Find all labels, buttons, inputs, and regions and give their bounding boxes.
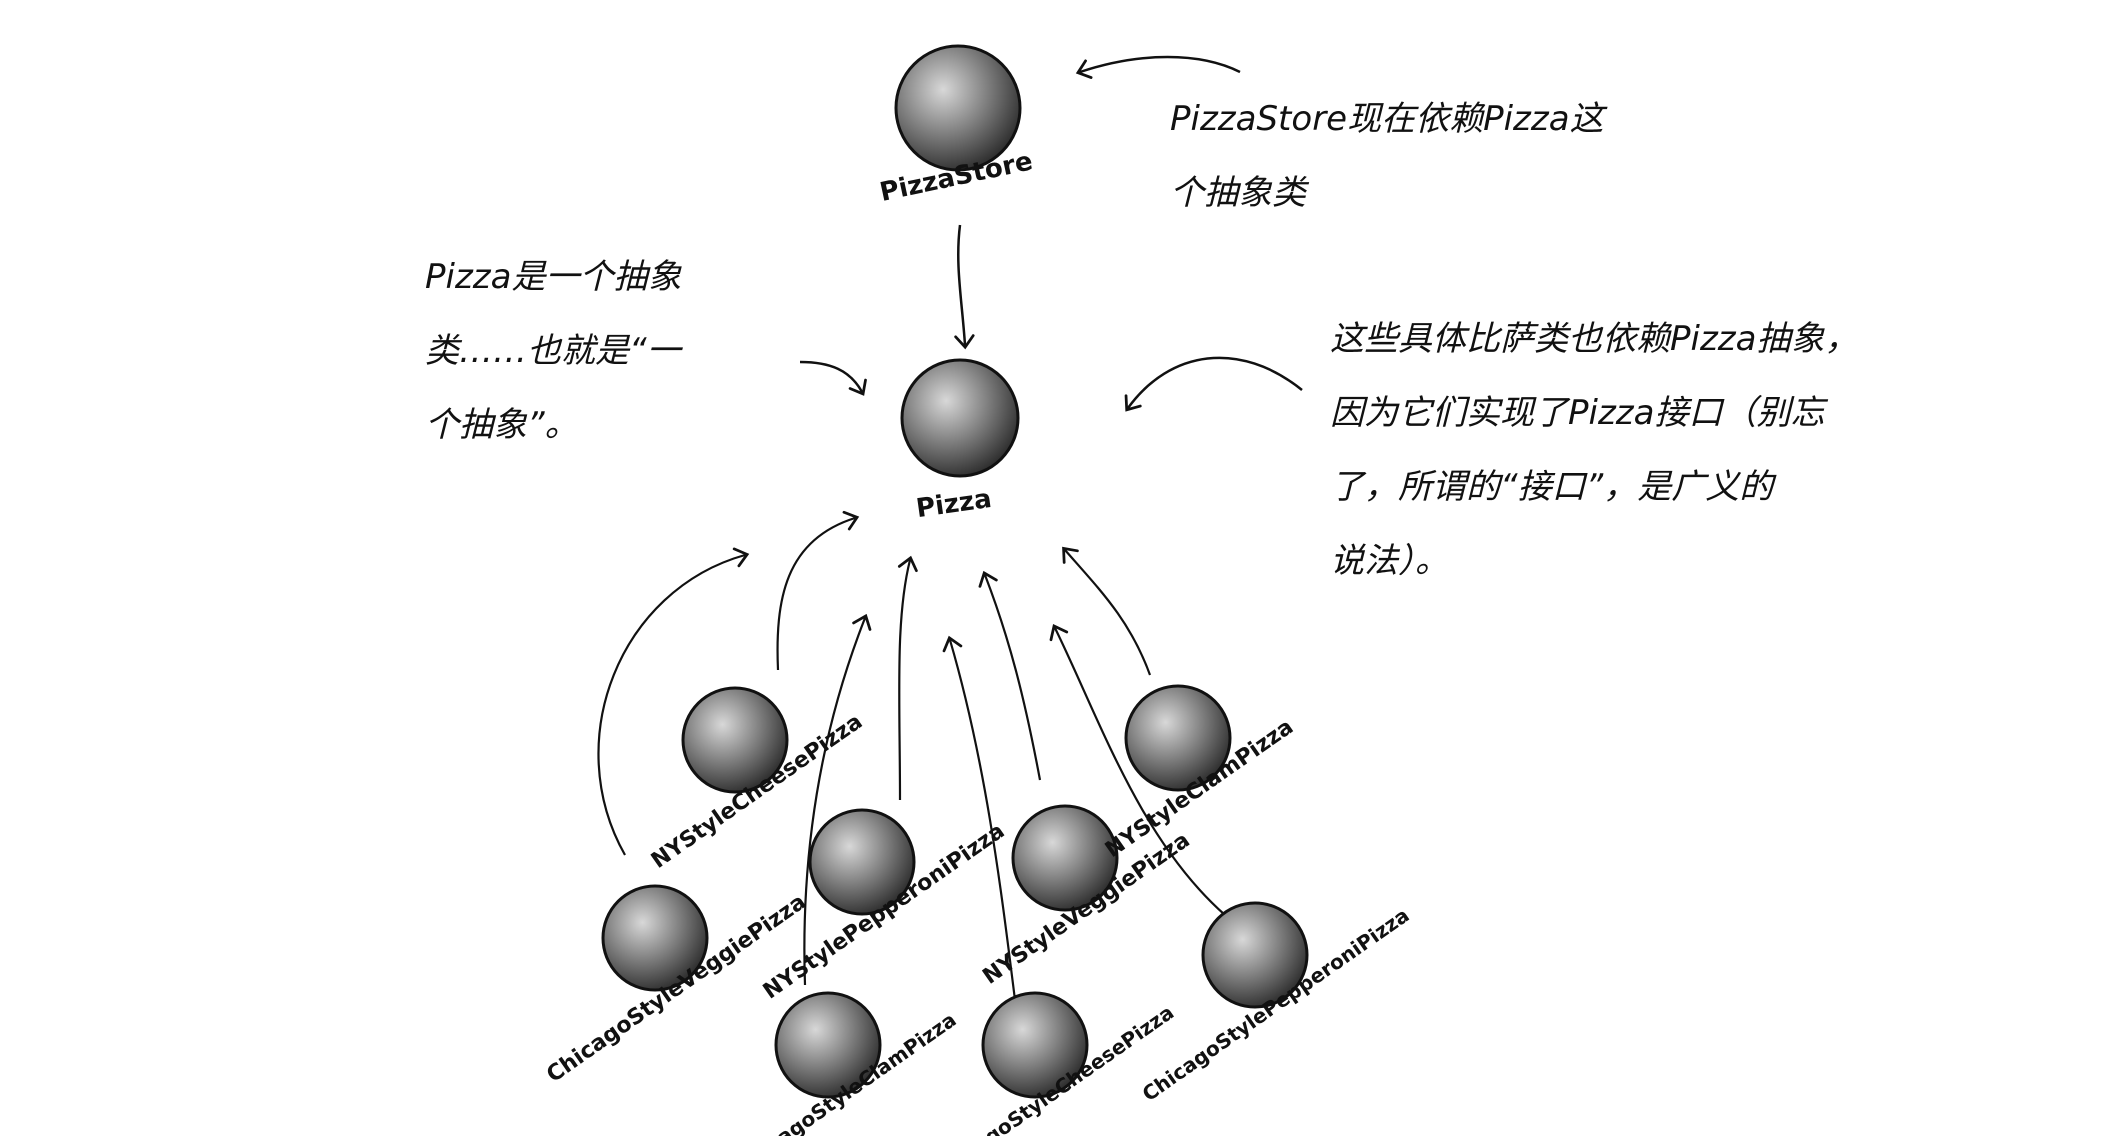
- pizza-store-sphere: [894, 44, 1022, 172]
- chicago-veggie-sphere: [601, 884, 709, 992]
- chicago-cheese-sphere: [981, 991, 1089, 1099]
- node-chicago-cheese-pizza: ChicagoStyleCheesePizza: [930, 991, 1178, 1136]
- chicago-pepperoni-sphere: [1201, 901, 1309, 1009]
- pizza-sphere: [900, 358, 1020, 478]
- note-concrete-depend: 这些具体比萨类也依赖Pizza抽象， 因为它们实现了Pizza接口（别忘 了，所…: [1330, 319, 1859, 581]
- arrow-chicago-clam: [803, 613, 872, 986]
- arrow-ny-veggie: [978, 570, 1042, 781]
- node-pizza-store: PizzaStore: [877, 44, 1035, 208]
- implements-arrows: [597, 510, 1226, 1001]
- ny-pepperoni-sphere: [808, 808, 916, 916]
- arrow-chicago-pepperoni: [1049, 624, 1226, 916]
- pizza-label: Pizza: [914, 484, 993, 524]
- arrow-note-abstract: [799, 360, 867, 396]
- node-chicago-clam-pizza: ChicagoStyleClamPizza: [733, 991, 961, 1136]
- node-pizza: Pizza: [900, 358, 1020, 524]
- ny-clam-sphere: [1124, 684, 1232, 792]
- arrow-ny-clam: [1062, 546, 1152, 676]
- ny-cheese-sphere: [681, 686, 789, 794]
- arrow-ny-cheese: [776, 510, 860, 671]
- node-ny-clam-pizza: NYStyleClamPizza: [1101, 684, 1298, 863]
- arrow-note-concrete: [1124, 356, 1303, 412]
- note-store-depends: PizzaStore现在依赖Pizza这 个抽象类: [1170, 99, 1604, 213]
- arrow-store-to-pizza: [954, 224, 975, 350]
- node-ny-veggie-pizza: NYStyleVeggiePizza: [978, 804, 1195, 990]
- note-pizza-abstract: Pizza是一个抽象 类……也就是“一 个抽象”。: [425, 257, 682, 445]
- node-chicago-pepperoni-pizza: ChicagoStylePepperoniPizza: [1138, 901, 1414, 1106]
- chicago-clam-sphere: [774, 991, 882, 1099]
- arrow-ny-pepperoni: [897, 555, 918, 801]
- arrow-chicago-veggie: [597, 547, 750, 856]
- ny-veggie-sphere: [1011, 804, 1119, 912]
- arrow-chicago-cheese: [942, 635, 1017, 1001]
- arrow-note-store: [1075, 55, 1241, 79]
